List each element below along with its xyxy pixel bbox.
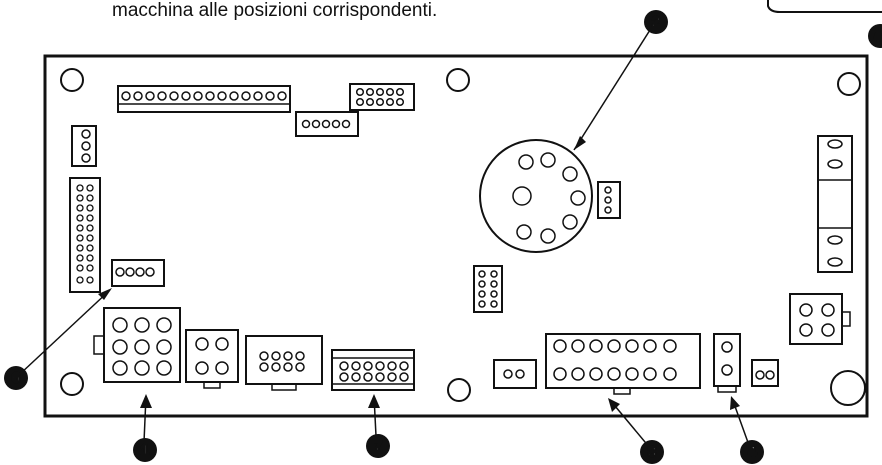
svg-text:4: 4 [748,444,757,461]
connector-2pin [493,359,537,389]
connector-8pin-bottom [245,335,323,391]
svg-text:1: 1 [141,442,149,459]
connector-4pin [111,259,165,287]
callout-badge-1: 1 [133,438,157,462]
connector-2pin-vertical [713,333,741,393]
connector-4pin-square [185,329,239,389]
connector-8pin-middle [473,265,503,313]
connector-2pin-right [751,359,779,387]
connector-vertical-left [69,177,101,293]
mounting-hole [447,378,471,402]
callout-badge-2: 2 [644,10,668,34]
connector-12pin [331,349,415,391]
round-socket [479,139,593,253]
callout-badge-a: A [868,24,882,48]
callout-badge-3: 3 [640,440,664,464]
mounting-hole [60,372,84,396]
svg-text:3: 3 [648,444,656,461]
connector-10pin-top [349,83,415,111]
callout-badge-4: 4 [740,440,764,464]
caption-text: macchina alle posizioni corrispondenti. [112,0,438,21]
mounting-hole-large [830,370,866,406]
adjacent-panel-edge [767,0,882,13]
connector-14pin-top [117,85,291,113]
connector-3pin-socket [597,181,621,219]
svg-text:7: 7 [374,438,382,455]
callout-label-a: A [873,29,882,46]
mounting-hole [446,68,470,92]
svg-text:6: 6 [12,370,20,387]
leader-lines [19,29,751,449]
callout-badge-6: 6 [4,366,28,390]
connector-4pin-right [789,293,851,345]
callout-badge-7: 7 [366,434,390,458]
connector-3pin-left [71,125,97,167]
mounting-hole [60,68,84,92]
fuse-holder [817,135,853,273]
svg-text:2: 2 [652,14,660,31]
connector-5pin [295,111,359,137]
connector-9pin-power [93,307,181,383]
board-outline [43,54,869,418]
connector-14pin-bottom [545,333,701,395]
mounting-hole [837,72,861,96]
